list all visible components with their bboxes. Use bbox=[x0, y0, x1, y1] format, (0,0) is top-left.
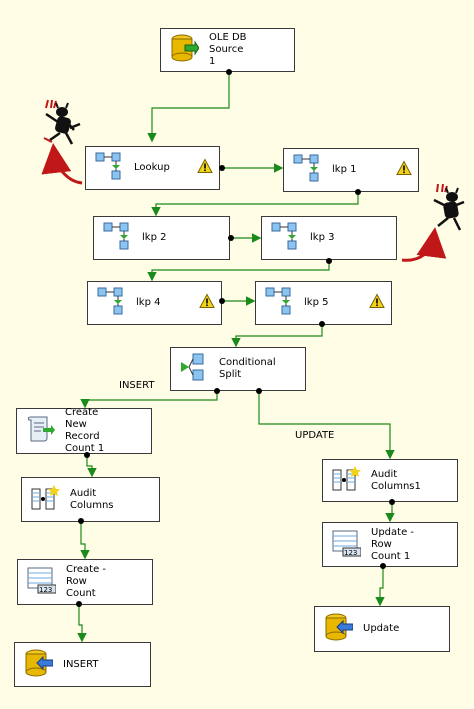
node-label: lkp 3 bbox=[310, 232, 335, 243]
path-record-count-to-audit[interactable] bbox=[86, 456, 97, 478]
output-port[interactable] bbox=[355, 189, 361, 195]
row-count-icon: 123 bbox=[331, 528, 362, 562]
output-port[interactable] bbox=[319, 321, 325, 327]
output-port[interactable] bbox=[78, 518, 84, 524]
lkp3-node[interactable]: lkp 3 bbox=[261, 216, 397, 260]
node-label: Audit Columns bbox=[70, 487, 114, 511]
node-label: lkp 2 bbox=[142, 232, 167, 243]
lookup-component-icon bbox=[96, 286, 126, 320]
svg-text:123: 123 bbox=[344, 549, 357, 557]
lkp1-node[interactable]: lkp 1 bbox=[283, 148, 419, 192]
lkp2-node[interactable]: lkp 2 bbox=[93, 216, 230, 260]
path-split-insert[interactable] bbox=[80, 392, 218, 409]
warning-icon[interactable] bbox=[199, 293, 215, 313]
red-arrow-left bbox=[41, 143, 83, 185]
node-label: Update bbox=[363, 623, 400, 634]
database-destination-icon bbox=[323, 612, 354, 646]
node-label: Lookup bbox=[134, 162, 170, 173]
path-source-to-lookup[interactable] bbox=[147, 72, 230, 143]
output-port[interactable] bbox=[326, 258, 332, 264]
node-label: Conditional Split bbox=[219, 357, 276, 380]
derived-column-icon bbox=[30, 483, 60, 517]
warning-icon[interactable] bbox=[197, 158, 213, 178]
lookup-component-icon bbox=[292, 153, 322, 187]
insert-path-label: INSERT bbox=[119, 380, 155, 391]
svg-text:123: 123 bbox=[39, 586, 52, 594]
row-count-icon: 123 bbox=[26, 565, 57, 599]
node-label: Create New Record Count 1 bbox=[65, 407, 105, 454]
node-label: Update - Row Count 1 bbox=[371, 526, 415, 562]
update-path-label: UPDATE bbox=[295, 430, 335, 441]
path-lkp3-to-lkp4[interactable] bbox=[147, 262, 330, 282]
output-port[interactable] bbox=[380, 563, 386, 569]
path-row-count-to-insert[interactable] bbox=[77, 605, 87, 643]
conditional-split-icon bbox=[179, 352, 209, 386]
create-row-count-node[interactable]: 123 Create - Row Count bbox=[17, 559, 153, 605]
output-port[interactable] bbox=[389, 499, 395, 505]
output-port[interactable] bbox=[226, 69, 232, 75]
script-component-icon bbox=[25, 414, 55, 448]
path-update-count-to-update[interactable] bbox=[375, 567, 385, 607]
update-destination-node[interactable]: Update bbox=[314, 606, 450, 652]
create-new-record-count-node[interactable]: Create New Record Count 1 bbox=[16, 407, 152, 454]
database-destination-icon bbox=[23, 648, 54, 682]
lkp4-node[interactable]: lkp 4 bbox=[87, 281, 222, 325]
node-label: INSERT bbox=[63, 658, 99, 670]
node-label: lkp 1 bbox=[332, 164, 357, 175]
lookup-component-icon bbox=[264, 286, 294, 320]
lookup-node[interactable]: Lookup bbox=[85, 146, 220, 190]
output-port[interactable] bbox=[256, 388, 262, 394]
conditional-split-node[interactable]: Conditional Split bbox=[170, 347, 306, 391]
derived-column-icon bbox=[331, 464, 361, 498]
path-audit1-to-update-count[interactable] bbox=[385, 503, 395, 523]
audit-columns1-node[interactable]: Audit Columns1 bbox=[322, 459, 458, 502]
database-source-icon bbox=[169, 33, 200, 67]
output-port[interactable] bbox=[214, 388, 220, 394]
output-port[interactable] bbox=[219, 298, 225, 304]
path-lkp1-to-lkp2[interactable] bbox=[151, 191, 359, 217]
update-row-count-node[interactable]: 123 Update - Row Count 1 bbox=[322, 522, 458, 567]
node-label: Create - Row Count bbox=[66, 564, 107, 599]
insert-destination-node[interactable]: INSERT bbox=[14, 642, 151, 687]
output-port[interactable] bbox=[76, 601, 82, 607]
output-port[interactable] bbox=[219, 165, 225, 171]
devil-figure-left-icon bbox=[43, 99, 81, 145]
ole-db-source-node[interactable]: OLE DB Source 1 bbox=[160, 28, 295, 72]
node-label: OLE DB Source 1 bbox=[209, 32, 247, 67]
node-label: lkp 4 bbox=[136, 297, 161, 308]
devil-figure-right-icon bbox=[433, 183, 465, 231]
path-lkp5-to-split[interactable] bbox=[231, 324, 323, 348]
warning-icon[interactable] bbox=[396, 160, 412, 180]
path-split-update[interactable] bbox=[258, 392, 395, 460]
warning-icon[interactable] bbox=[369, 293, 385, 313]
lookup-component-icon bbox=[94, 151, 124, 185]
node-label: Audit Columns1 bbox=[371, 468, 421, 492]
output-port[interactable] bbox=[228, 235, 234, 241]
red-arrow-right bbox=[401, 227, 447, 262]
node-label: lkp 5 bbox=[304, 297, 329, 308]
output-port[interactable] bbox=[84, 452, 90, 458]
lkp5-node[interactable]: lkp 5 bbox=[255, 281, 392, 325]
lookup-component-icon bbox=[102, 221, 132, 255]
path-audit-to-row-count[interactable] bbox=[80, 522, 90, 560]
lookup-component-icon bbox=[270, 221, 300, 255]
audit-columns-node[interactable]: Audit Columns bbox=[21, 477, 160, 522]
